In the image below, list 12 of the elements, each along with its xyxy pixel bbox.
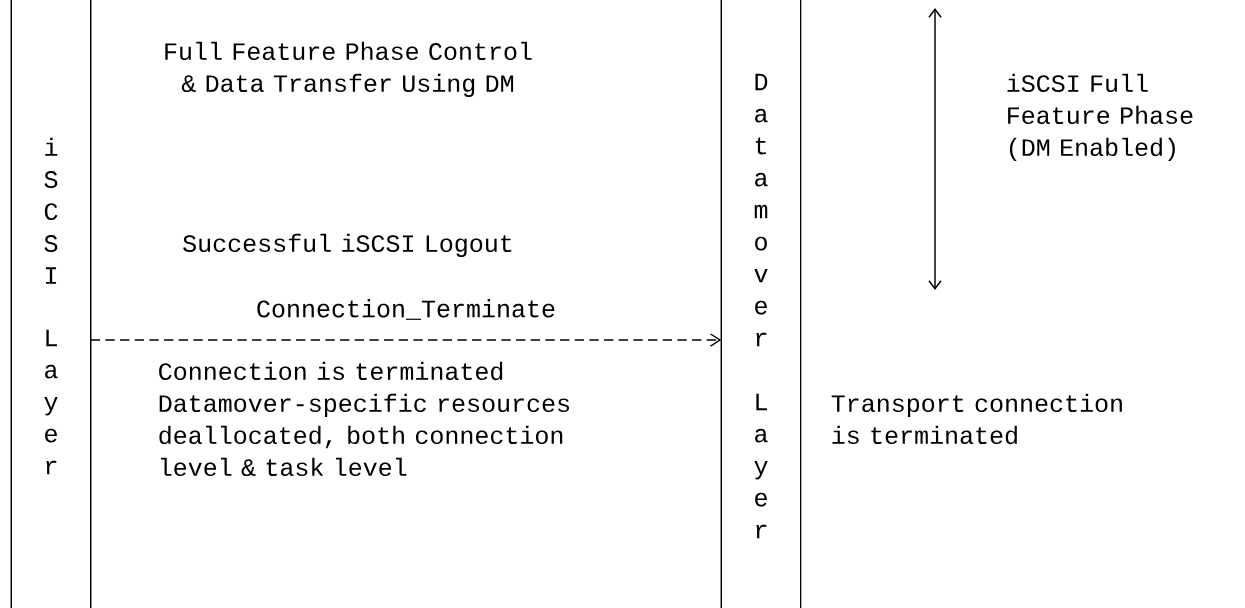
text-label: iSCSI Full Feature Phase (DM Enabled): [1007, 73, 1193, 162]
arrow: [90, 333, 722, 347]
text-label: Datamover-specific resources deallocated, both connection level & task level: [159, 393, 569, 477]
text-label: Full Feature Phase Control & Data Transfer Using DM: [165, 41, 532, 98]
vertical-label: Layer: [44, 329, 58, 475]
text-label: Successful iSCSI Logout: [183, 233, 512, 258]
text-label: Connection is terminated: [159, 361, 503, 381]
edge-label: Connection_Terminate: [257, 299, 555, 320]
text-label: Transport connection is terminated: [831, 393, 1122, 445]
vertical-label: Layer: [754, 393, 768, 539]
vertical-label: Datamover: [754, 73, 768, 347]
vertical-label: iSCSI: [44, 137, 58, 284]
